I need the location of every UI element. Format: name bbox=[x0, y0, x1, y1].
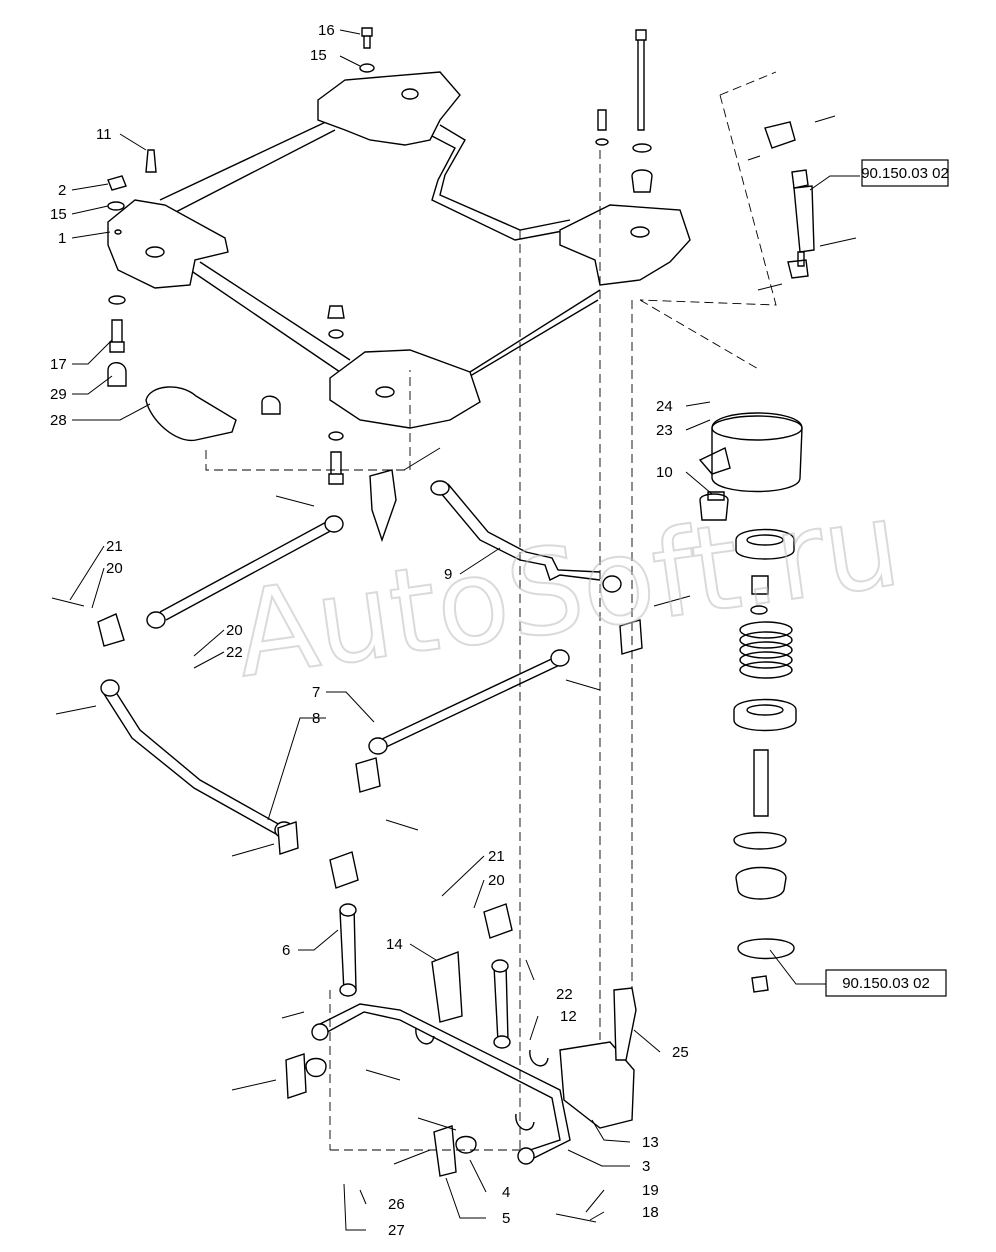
callout-6: 6 bbox=[282, 942, 290, 959]
callout-12: 12 bbox=[560, 1008, 577, 1025]
callout-1: 1 bbox=[58, 230, 66, 247]
callout-20-left: 20 bbox=[106, 560, 123, 577]
callout-5: 5 bbox=[502, 1210, 510, 1227]
callout-3: 3 bbox=[642, 1158, 650, 1175]
callout-20-mid: 20 bbox=[226, 622, 243, 639]
callout-4: 4 bbox=[502, 1184, 510, 1201]
callout-8: 8 bbox=[312, 710, 320, 727]
plate-right bbox=[559, 204, 691, 286]
plate-top bbox=[317, 71, 461, 146]
callout-7: 7 bbox=[312, 684, 320, 701]
callout-2: 2 bbox=[58, 182, 66, 199]
callout-13: 13 bbox=[642, 1134, 659, 1151]
hardware bbox=[107, 27, 653, 485]
callout-22-right: 22 bbox=[556, 986, 573, 1003]
callout-20-right: 20 bbox=[488, 872, 505, 889]
callout-25: 25 bbox=[672, 1044, 689, 1061]
callout-11: 11 bbox=[96, 126, 112, 143]
callout-24: 24 bbox=[656, 398, 673, 415]
damper-unit bbox=[639, 71, 857, 306]
reference-box-top[interactable]: 90.150.03 02 bbox=[861, 159, 949, 187]
callout-15-top: 15 bbox=[310, 47, 327, 64]
callout-17: 17 bbox=[50, 356, 67, 373]
callout-labels: 16 15 11 2 15 1 17 29 28 24 23 10 21 20 … bbox=[50, 22, 689, 1239]
reference-label-top: 90.150.03 02 bbox=[861, 165, 949, 182]
spring-stack bbox=[698, 412, 803, 993]
callout-10: 10 bbox=[656, 464, 673, 481]
lower-assembly bbox=[231, 851, 637, 1223]
callout-28: 28 bbox=[50, 412, 67, 429]
callout-14: 14 bbox=[386, 936, 403, 953]
callout-19: 19 bbox=[642, 1182, 659, 1199]
callout-22-mid: 22 bbox=[226, 644, 243, 661]
callout-21-left: 21 bbox=[106, 538, 123, 555]
callout-18: 18 bbox=[642, 1204, 659, 1221]
watermark: AutoSoft.ru bbox=[227, 474, 907, 704]
plate-bottom bbox=[329, 349, 481, 429]
plate-left bbox=[107, 199, 229, 289]
reference-box-bottom[interactable]: 90.150.03 02 bbox=[825, 969, 947, 997]
callout-15-left: 15 bbox=[50, 206, 67, 223]
callout-23: 23 bbox=[656, 422, 673, 439]
callout-16: 16 bbox=[318, 22, 335, 39]
callout-21-right: 21 bbox=[488, 848, 505, 865]
leader-lines bbox=[69, 29, 860, 1231]
links bbox=[51, 447, 691, 857]
callout-9: 9 bbox=[444, 566, 452, 583]
assembly-lines bbox=[205, 150, 761, 1151]
reference-label-bottom: 90.150.03 02 bbox=[842, 975, 930, 992]
callout-29: 29 bbox=[50, 386, 67, 403]
callout-27: 27 bbox=[388, 1222, 405, 1239]
callout-26: 26 bbox=[388, 1196, 405, 1213]
mount-frame bbox=[107, 71, 691, 429]
